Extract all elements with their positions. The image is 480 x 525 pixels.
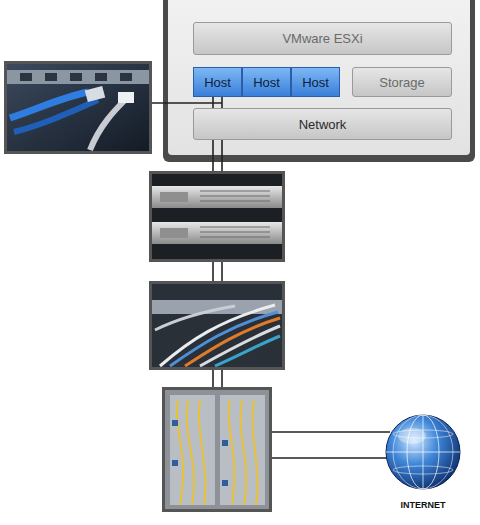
node-label: Network [299,117,347,132]
server-photo [149,171,285,262]
cable-photo [4,61,152,154]
internet-globe: INTERNET [382,412,464,510]
host-box: Host [291,67,340,97]
switch-photo [149,281,285,370]
node-label: Storage [379,75,425,90]
host-box: Host [193,67,242,97]
node-label: INTERNET [401,500,446,510]
storage-box: Storage [352,67,452,97]
server-panel [163,0,475,162]
host-box: Host [242,67,291,97]
globe-symbol [382,412,464,494]
node-label: Host [204,75,231,90]
node-label: Host [253,75,280,90]
node-label: Host [302,75,329,90]
network-bar: Network [193,108,452,140]
fiber-rack-photo [162,387,272,512]
hypervisor-bar: VMware ESXi [193,22,452,55]
node-label: VMware ESXi [282,31,362,46]
